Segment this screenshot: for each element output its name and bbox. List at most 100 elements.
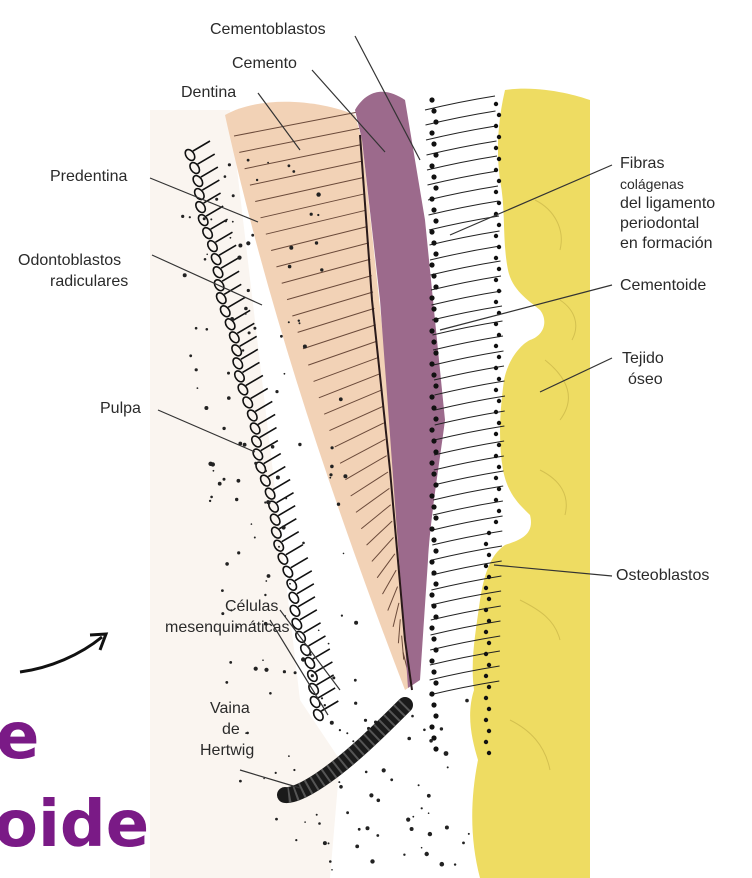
cementoblast-cell <box>431 636 436 641</box>
mesenchymal-cell <box>377 799 381 803</box>
mesenchymal-cell <box>195 368 198 371</box>
label-de: de <box>222 721 240 739</box>
cementoblast-cell <box>429 196 434 201</box>
osteoblast-cell <box>487 751 491 755</box>
collagen-fiber <box>434 471 504 485</box>
mesenchymal-cell <box>468 833 470 835</box>
mesenchymal-cell <box>237 551 240 554</box>
mesenchymal-cell <box>331 869 333 871</box>
mesenchymal-cell <box>447 766 449 768</box>
collagen-fiber <box>425 96 495 110</box>
osteoblast-cell <box>497 179 501 183</box>
osteoblast-cell <box>494 256 498 260</box>
mesenchymal-cell <box>358 828 361 831</box>
cementoblast-cell <box>433 185 438 190</box>
cementoblast-cell <box>429 361 434 366</box>
label-colagenas: colágenas <box>620 175 684 193</box>
osteoblast-cell <box>494 498 498 502</box>
collagen-fiber <box>432 531 502 545</box>
odontoblast-process <box>278 506 295 516</box>
mesenchymal-cell <box>210 218 212 220</box>
mesenchymal-cell <box>278 546 280 548</box>
mesenchymal-cell <box>343 553 345 555</box>
mesenchymal-cell <box>288 321 290 323</box>
osteoblast-cell <box>494 476 498 480</box>
osteoblast-cell <box>487 641 491 645</box>
mesenchymal-cell <box>354 702 357 705</box>
mesenchymal-cell <box>346 732 348 734</box>
mesenchymal-cell <box>269 692 272 695</box>
cementoblast-cell <box>431 174 436 179</box>
mesenchymal-cell <box>248 331 251 334</box>
mesenchymal-cell <box>330 721 334 725</box>
cementoblast-cell <box>433 119 438 124</box>
mesenchymal-cell <box>412 816 414 818</box>
cementoblast-cell <box>433 416 438 421</box>
cementoblast-cell <box>429 592 434 597</box>
mesenchymal-cell <box>209 500 211 502</box>
mesenchymal-cell <box>298 320 300 322</box>
overlay-text-line2: oide <box>0 792 149 858</box>
mesenchymal-cell <box>267 574 271 578</box>
osteoblast-cell <box>487 553 491 557</box>
mesenchymal-cell <box>256 179 258 181</box>
mesenchymal-cell <box>271 445 275 449</box>
osteoblast-cell <box>487 663 491 667</box>
osteoblast-cell <box>497 267 501 271</box>
mesenchymal-cell <box>317 214 319 216</box>
mesenchymal-cell <box>246 732 249 735</box>
osteoblast-cell <box>484 696 488 700</box>
mesenchymal-cell <box>204 258 207 261</box>
cementoblast-cell <box>431 702 436 707</box>
mesenchymal-cell <box>254 462 257 465</box>
odontoblast-process <box>317 675 334 685</box>
cementoblast-cell <box>429 394 434 399</box>
osteoblast-cell <box>494 146 498 150</box>
cementoblast-cell <box>429 229 434 234</box>
collagen-fiber <box>429 201 499 215</box>
mesenchymal-cell <box>237 479 241 483</box>
osteoblast-cell <box>494 190 498 194</box>
mesenchymal-cell <box>235 498 238 501</box>
osteoblast-cell <box>497 245 501 249</box>
osteoblast-cell <box>497 487 501 491</box>
mesenchymal-cell <box>289 583 291 585</box>
osteoblast-cell <box>494 344 498 348</box>
mesenchymal-cell <box>227 372 230 375</box>
mesenchymal-cell <box>204 406 208 410</box>
osteoblast-cell <box>484 718 488 722</box>
mesenchymal-cell <box>324 704 326 706</box>
mesenchymal-cell <box>210 496 213 499</box>
mesenchymal-cell <box>288 265 292 269</box>
odontoblast-process <box>304 623 321 633</box>
cementoblast-cell <box>433 746 438 751</box>
mesenchymal-cell <box>247 289 250 292</box>
collagen-fiber <box>428 171 498 185</box>
osteoblast-cell <box>484 564 488 568</box>
osteoblast-cell <box>484 630 488 634</box>
osteoblast-cell <box>497 355 501 359</box>
cementoblast-cell <box>429 262 434 267</box>
cementoblast-cell <box>431 141 436 146</box>
odontoblast-process <box>308 636 325 646</box>
mesenchymal-cell <box>288 164 291 167</box>
mesenchymal-cell <box>411 715 414 718</box>
cementoblast-cell <box>429 724 434 729</box>
mesenchymal-cell <box>427 794 431 798</box>
label-odontoblastos: Odontoblastos <box>18 252 121 270</box>
mesenchymal-cell <box>264 668 268 672</box>
mesenchymal-cell <box>341 615 343 617</box>
osteoblast-cell <box>487 575 491 579</box>
odontoblast-process <box>282 532 299 542</box>
label-cementoblastos: Cementoblastos <box>210 21 326 39</box>
odontoblast-process <box>291 558 308 568</box>
cementoblast-cell <box>433 251 438 256</box>
mesenchymal-cell <box>285 497 287 499</box>
mesenchymal-cell <box>423 729 426 732</box>
mesenchymal-cell <box>298 443 301 446</box>
label-mesenquimaticas: mesenquimáticas <box>165 619 290 637</box>
mesenchymal-cell <box>328 842 330 844</box>
mesenchymal-cell <box>421 807 423 809</box>
label-vaina: Vaina <box>210 700 250 718</box>
mesenchymal-cell <box>294 671 297 674</box>
